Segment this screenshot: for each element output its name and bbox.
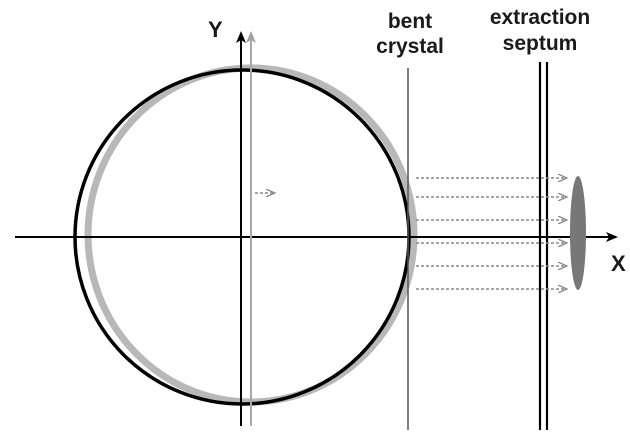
x-axis-label: X <box>611 251 626 276</box>
extracted-trajectories <box>416 178 566 289</box>
septum-label-line1: extraction <box>490 6 590 29</box>
septum-label-line2: septum <box>503 32 578 55</box>
extracted-beam-spot <box>570 176 586 290</box>
bent-crystal-label-line1: bent <box>388 10 432 33</box>
bent-crystal-label-line2: crystal <box>376 35 444 58</box>
y-axis-label: Y <box>208 17 223 42</box>
